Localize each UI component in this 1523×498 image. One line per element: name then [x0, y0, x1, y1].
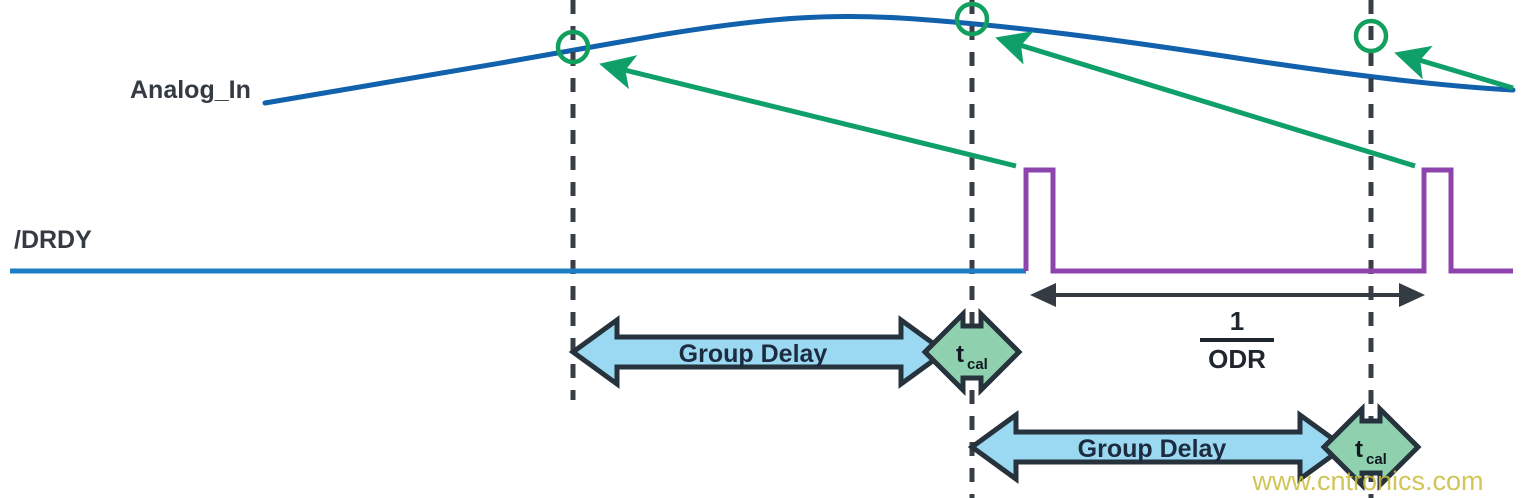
drdy-pulse-train-purple — [1023, 167, 1513, 274]
tcal-2-label: t — [1355, 436, 1363, 463]
dashed-lines-group — [570, 0, 1374, 498]
odr-arrowhead-right — [1399, 283, 1425, 307]
site-watermark: www.cntronics.com — [1251, 466, 1483, 496]
tcal-1-group: t cal — [921, 307, 1023, 397]
tcal-1-label: t — [956, 341, 964, 368]
odr-denominator: ODR — [1208, 344, 1266, 374]
group-delay-1-label: Group Delay — [679, 340, 828, 368]
analog-in-curve — [262, 13, 1516, 106]
annotation-arrow-2 — [995, 31, 1416, 169]
sample-marker-3 — [1353, 18, 1389, 54]
sample-markers-group — [555, 1, 1389, 65]
tcal-1-sublabel: cal — [967, 356, 988, 373]
annotation-arrow-3 — [1394, 45, 1514, 91]
odr-period-group: 1 ODR — [1030, 283, 1425, 374]
odr-arrowhead-left — [1030, 283, 1056, 307]
tcal-2-group: t cal — [1320, 402, 1422, 492]
group-delay-1-group: Group Delay — [568, 315, 950, 389]
drdy-label: /DRDY — [14, 226, 92, 254]
analog-in-label: Analog_In — [130, 76, 251, 104]
annotation-arrows-group — [599, 31, 1514, 169]
drdy-waveform-group: /DRDY — [10, 167, 1513, 274]
sample-marker-1 — [555, 29, 591, 65]
tcal-2-diamond — [1320, 402, 1422, 492]
analog-in-waveform-group: Analog_In — [130, 13, 1516, 106]
group-delay-2-label: Group Delay — [1078, 435, 1227, 463]
tcal-1-diamond — [921, 307, 1023, 397]
tcal-2-sublabel: cal — [1366, 451, 1387, 468]
sample-marker-2 — [954, 1, 990, 37]
annotation-arrow-1 — [599, 55, 1017, 169]
odr-numerator: 1 — [1230, 306, 1244, 336]
